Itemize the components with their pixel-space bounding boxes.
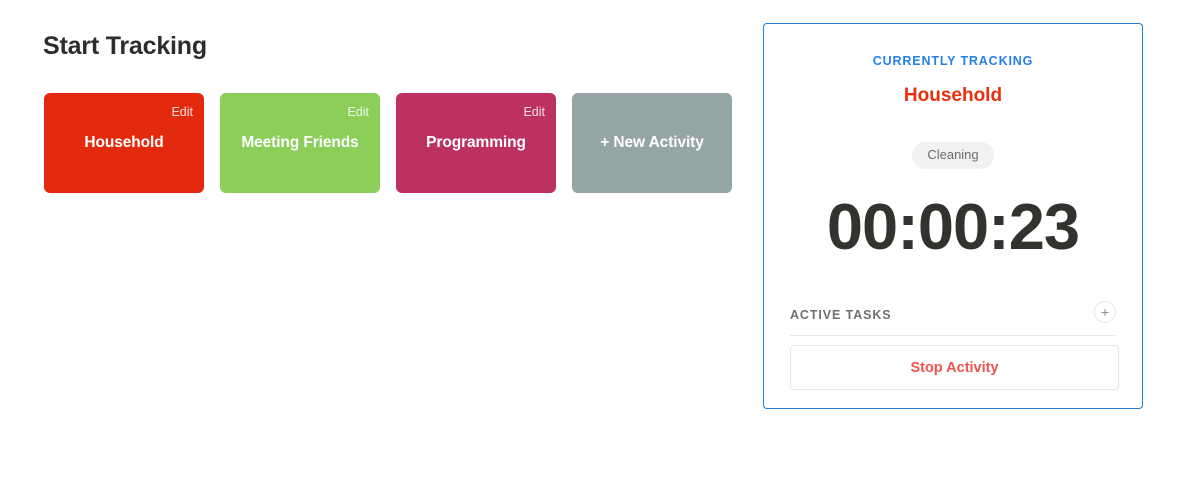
tracking-task-badge: Cleaning <box>912 142 994 169</box>
tracking-activity-name: Household <box>903 85 1003 106</box>
currently-tracking-panel: CURRENTLY TRACKING Household Cleaning 00… <box>763 23 1143 409</box>
page-title: Start Tracking <box>43 32 207 60</box>
activity-card[interactable]: + New Activity <box>572 93 732 193</box>
activity-card-title: Programming <box>426 134 526 151</box>
activity-card-edit-link[interactable]: Edit <box>523 105 545 119</box>
add-task-button[interactable]: + <box>1094 301 1116 323</box>
stop-activity-button[interactable]: Stop Activity <box>790 345 1119 390</box>
active-tasks-label: ACTIVE TASKS <box>790 308 892 322</box>
activity-card-title: Household <box>84 134 164 151</box>
activity-card-edit-link[interactable]: Edit <box>171 105 193 119</box>
activity-card-edit-link[interactable]: Edit <box>347 105 369 119</box>
activity-card-title: Meeting Friends <box>241 134 359 151</box>
plus-icon: + <box>1100 303 1110 320</box>
currently-tracking-label: CURRENTLY TRACKING <box>872 54 1034 68</box>
active-tasks-header: ACTIVE TASKS + <box>790 301 1116 336</box>
activity-card-title: + New Activity <box>600 134 704 151</box>
timer-display: 00:00:23 <box>826 190 1080 263</box>
tracking-task-badge-wrapper: Cleaning <box>764 142 1142 169</box>
